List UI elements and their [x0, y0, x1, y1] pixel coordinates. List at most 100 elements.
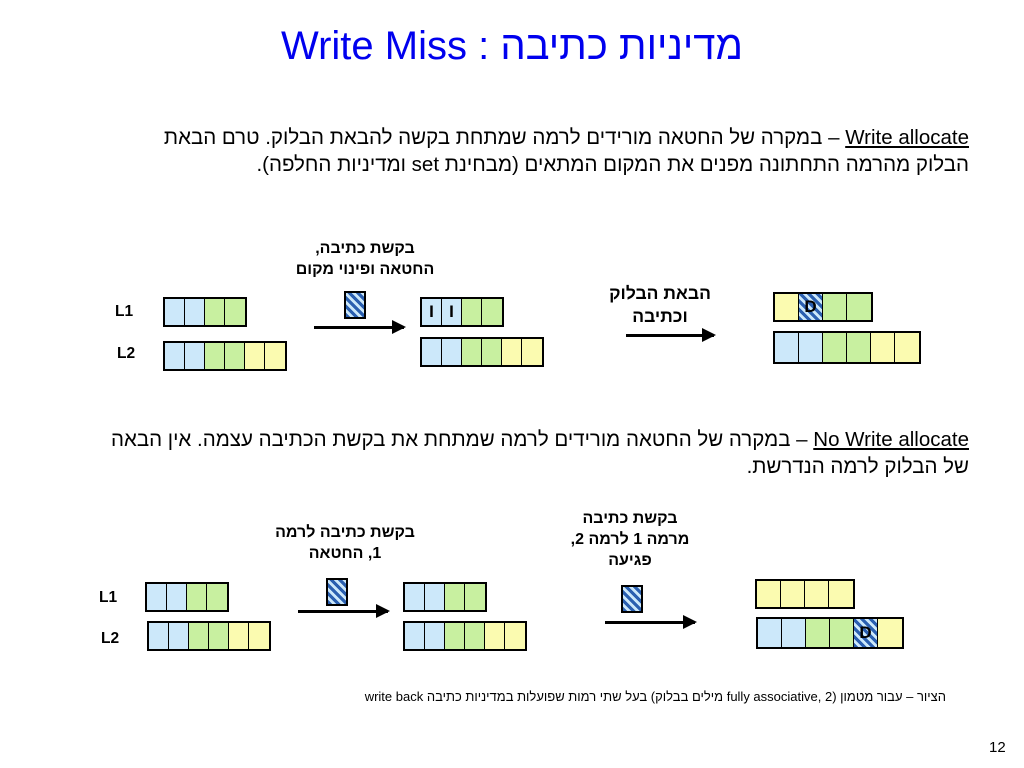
cache-word [425, 584, 445, 610]
caption-line: הבאת הבלוק [609, 283, 711, 303]
cache-word [878, 619, 902, 647]
cache-word [205, 343, 225, 369]
cache-word [895, 333, 919, 362]
d1-state2-l1-cache: I I [420, 297, 504, 327]
caption-line: מרמה 1 לרמה 2, [570, 531, 690, 548]
cache-word-invalid: I [442, 299, 462, 325]
cache-word [425, 623, 445, 649]
d1-state1-l1-cache [163, 297, 247, 327]
cache-word [806, 619, 830, 647]
cache-word [522, 339, 542, 365]
no-write-allocate-text: – במקרה של החטאה מורידים לרמה שמתחת את ב… [110, 428, 969, 478]
cache-word [207, 584, 227, 610]
cache-word [225, 299, 245, 325]
cache-word [823, 333, 847, 362]
cache-word [229, 623, 249, 649]
d2-step2-caption: בקשת כתיבה מרמה 1 לרמה 2, פגיעה [520, 508, 740, 571]
cache-word [758, 619, 782, 647]
cache-word-dirty: D [799, 294, 823, 320]
cache-word [165, 343, 185, 369]
cache-word [445, 584, 465, 610]
d1-state3-l2-cache [773, 331, 921, 364]
cache-word [405, 584, 425, 610]
cache-word [205, 299, 225, 325]
d1-state2-l2-cache [420, 337, 544, 367]
cache-word [465, 623, 485, 649]
cache-word [225, 343, 245, 369]
cache-word [482, 339, 502, 365]
caption-line: פגיעה [608, 552, 652, 569]
d2-state2-l2-cache [403, 621, 527, 651]
d1-step1-caption: בקשת כתיבה, החטאה ופינוי מקום [250, 238, 480, 280]
d2-l2-label: L2 [101, 630, 120, 647]
cache-word [147, 584, 167, 610]
caption-line: 1, החטאה [308, 545, 382, 562]
cache-word [165, 299, 185, 325]
d2-state3-l2-cache: D [756, 617, 904, 649]
cache-word [405, 623, 425, 649]
cache-word [782, 619, 806, 647]
slide-title: Write Miss : מדיניות כתיבה [281, 24, 743, 68]
d2-step2-arrow-icon [605, 615, 697, 629]
cache-word-dirty: D [854, 619, 878, 647]
cache-word [185, 299, 205, 325]
cache-word [775, 294, 799, 320]
d1-state3-l1-cache: D [773, 292, 873, 322]
cache-word [847, 333, 871, 362]
d2-state1-l1-cache [145, 582, 229, 612]
d2-state1-l2-cache [147, 621, 271, 651]
cache-word [505, 623, 525, 649]
write-allocate-term: Write allocate [845, 126, 969, 149]
caption-line: וכתיבה [632, 306, 688, 326]
cache-word [847, 294, 871, 320]
cache-word [485, 623, 505, 649]
cache-word [185, 343, 205, 369]
no-write-allocate-paragraph: No Write allocate – במקרה של החטאה מוריד… [109, 426, 969, 480]
d2-state2-l1-cache [403, 582, 487, 612]
cache-word [830, 619, 854, 647]
cache-word [209, 623, 229, 649]
cache-word [775, 333, 799, 362]
d1-step2-arrow-icon [626, 328, 716, 342]
cache-word [249, 623, 269, 649]
cache-word [799, 333, 823, 362]
cache-word [442, 339, 462, 365]
d1-step1-arrow-icon [314, 320, 406, 334]
d2-write-to-l2-block-icon [621, 585, 643, 613]
cache-word [871, 333, 895, 362]
d1-l2-label: L2 [117, 345, 136, 362]
no-write-allocate-term: No Write allocate [813, 428, 969, 451]
cache-word [829, 581, 853, 607]
d1-l1-label: L1 [115, 303, 134, 320]
caption-line: בקשת כתיבה, [315, 240, 415, 257]
write-allocate-text: – במקרה של החטאה מורידים לרמה שמתחת בקשה… [163, 126, 969, 176]
d1-state1-l2-cache [163, 341, 287, 371]
caption-line: החטאה ופינוי מקום [295, 261, 435, 278]
cache-word [445, 623, 465, 649]
d2-state3-l1-cache [755, 579, 855, 609]
cache-word [823, 294, 847, 320]
d2-step1-caption: בקשת כתיבה לרמה 1, החטאה [230, 522, 460, 564]
cache-word [169, 623, 189, 649]
page-number: 12 [989, 739, 1006, 756]
figure-footnote: הציור – עבור מטמון (fully associative, 2… [364, 689, 946, 704]
cache-word [465, 584, 485, 610]
cache-word [189, 623, 209, 649]
cache-word [781, 581, 805, 607]
write-allocate-paragraph: Write allocate – במקרה של החטאה מורידים … [109, 124, 969, 178]
cache-word [482, 299, 502, 325]
cache-word [805, 581, 829, 607]
cache-word [149, 623, 169, 649]
d2-write-request-block-icon [326, 578, 348, 606]
d2-l1-label: L1 [99, 589, 118, 606]
cache-word [462, 299, 482, 325]
caption-line: בקשת כתיבה [582, 510, 678, 527]
cache-word [245, 343, 265, 369]
cache-word [502, 339, 522, 365]
cache-word [422, 339, 442, 365]
cache-word [462, 339, 482, 365]
cache-word [265, 343, 285, 369]
d2-step1-arrow-icon [298, 604, 390, 618]
cache-word [167, 584, 187, 610]
cache-word [757, 581, 781, 607]
